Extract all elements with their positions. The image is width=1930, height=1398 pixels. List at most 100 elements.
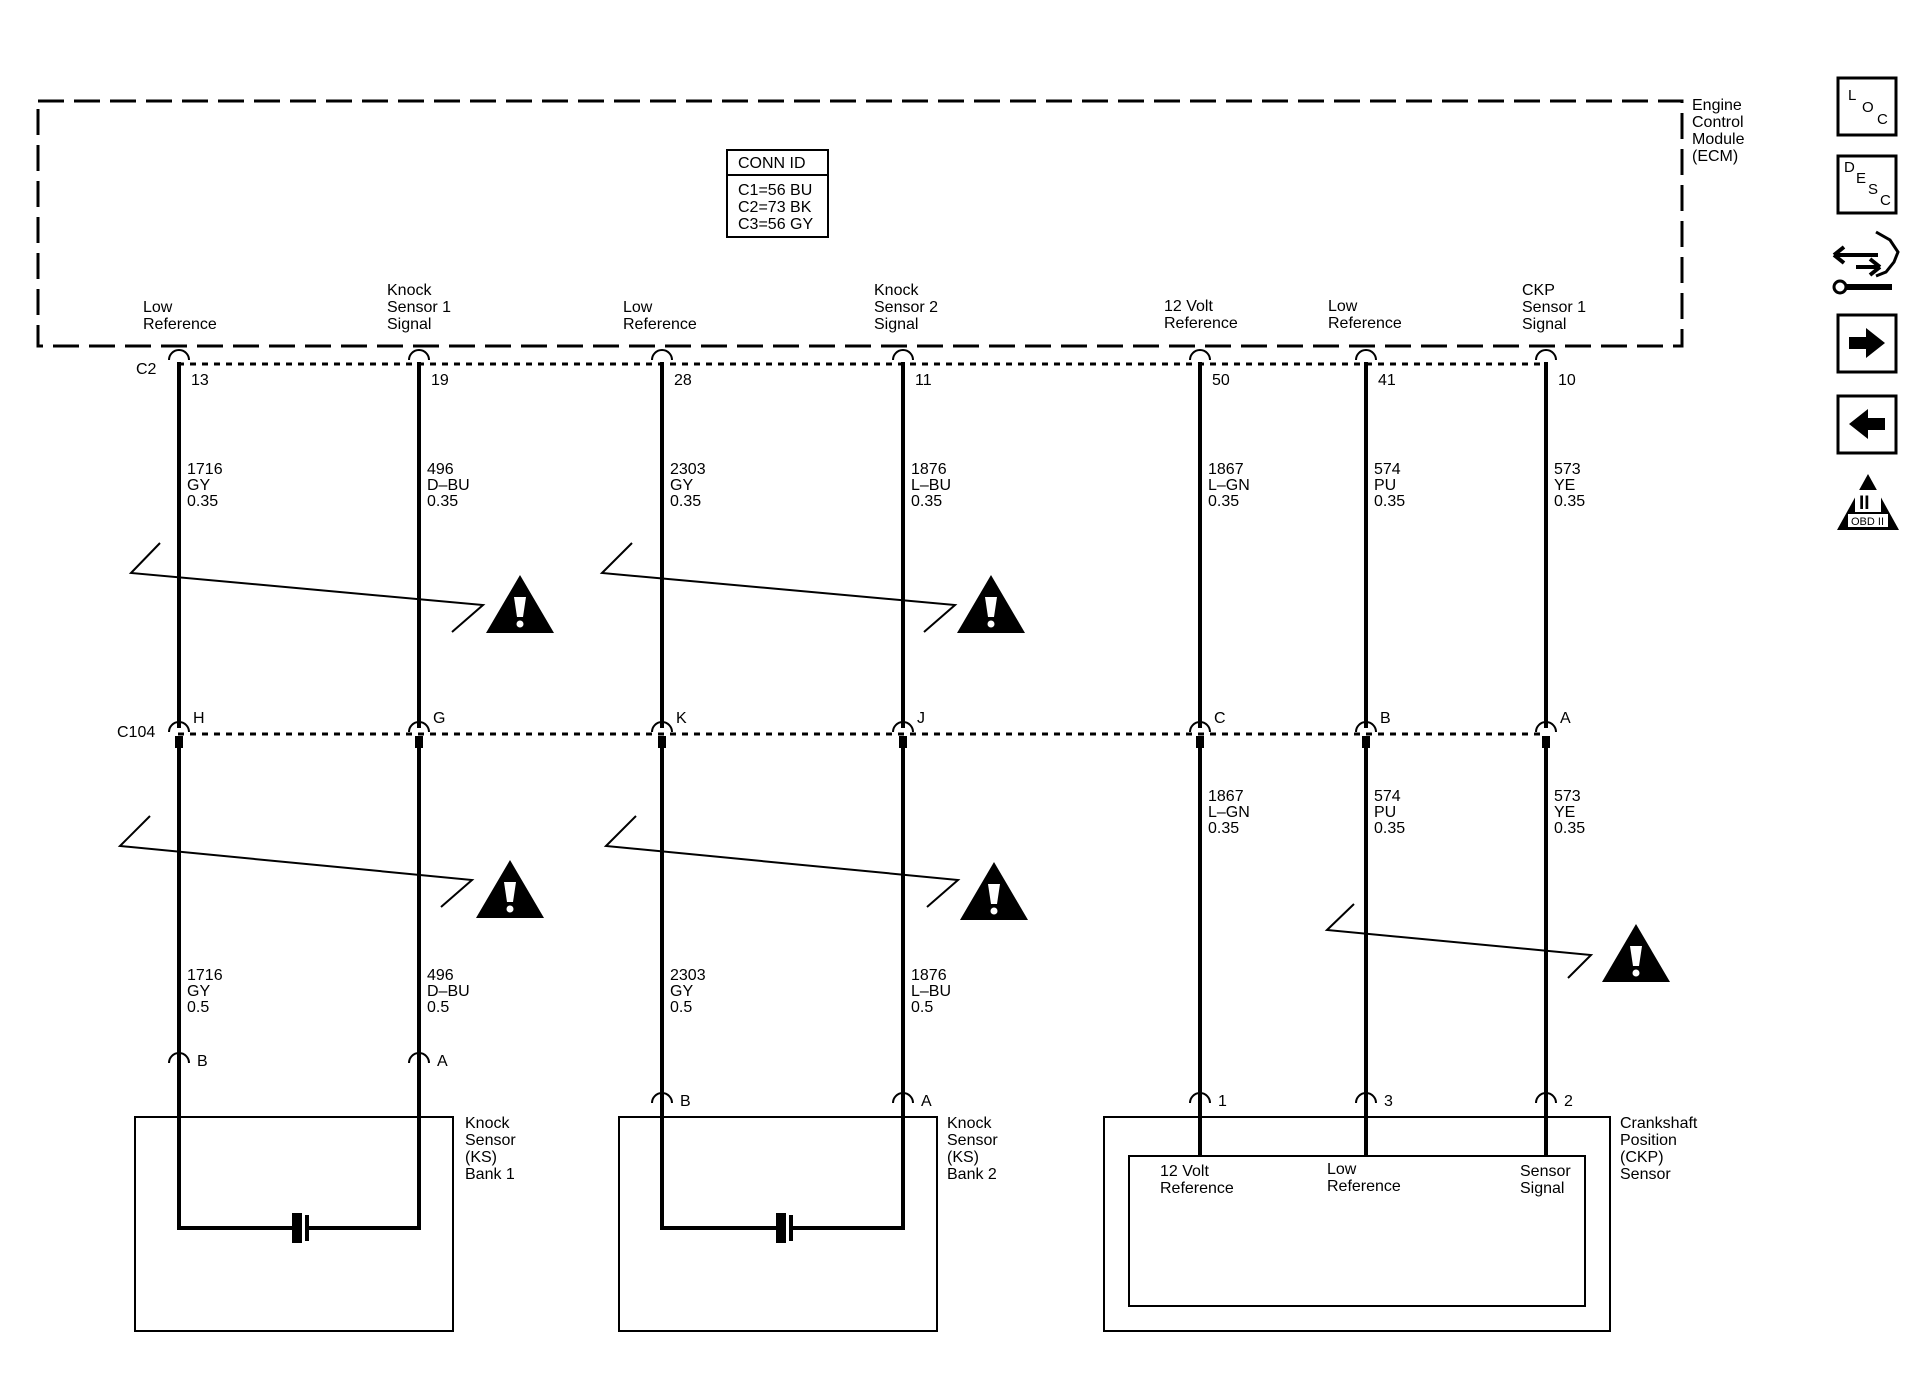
- loc-icon[interactable]: L O C: [1836, 76, 1898, 137]
- ecm-name-line: Engine: [1692, 97, 1742, 114]
- caution-icon[interactable]: [1602, 924, 1670, 982]
- ecm-pin-label: Sensor 1: [387, 299, 451, 316]
- wire-spec-lower: 0.35: [1374, 820, 1405, 837]
- ckp-pin-label: Reference: [1160, 1180, 1234, 1197]
- ckp-label-line: Position: [1620, 1132, 1677, 1149]
- c104-pin-block: [1196, 736, 1204, 748]
- obd-ii-icon[interactable]: II OBD II: [1837, 474, 1899, 530]
- previous-arrow-icon[interactable]: [1836, 394, 1898, 455]
- conn-id-title: CONN ID: [738, 155, 806, 172]
- sensor-pin-label: B: [680, 1093, 691, 1110]
- twisted-pair-marker: [599, 542, 1025, 633]
- wire-spec-upper: 573: [1554, 461, 1581, 478]
- ecm-pin-label: Low: [623, 299, 653, 316]
- wire-spec-lower: 2303: [670, 967, 706, 984]
- desc-icon[interactable]: D E S C: [1836, 154, 1898, 215]
- ecm-pin-number: 10: [1558, 372, 1576, 389]
- wire-spec-upper: YE: [1554, 477, 1575, 494]
- wire-spec-lower: L–BU: [911, 983, 951, 1000]
- c104-pin-block: [1362, 736, 1370, 748]
- next-arrow-icon[interactable]: [1836, 313, 1898, 374]
- connector-repair-icon[interactable]: [1832, 230, 1900, 295]
- caution-icon[interactable]: [476, 860, 544, 918]
- ecm-connector-label: C2: [136, 361, 157, 378]
- ecm-name-line: Control: [1692, 114, 1744, 131]
- ecm-pin-label: 12 Volt: [1164, 298, 1213, 315]
- sensor-pin-label: 2: [1564, 1093, 1573, 1110]
- ecm-enclosure: [36, 99, 1684, 348]
- wire-spec-upper: D–BU: [427, 477, 470, 494]
- ecm-pin-label: Signal: [387, 316, 431, 333]
- twisted-pair-marker: [1324, 903, 1670, 982]
- ecm-pin-terminal: [1535, 349, 1557, 361]
- obd-numeral: II: [1859, 493, 1870, 514]
- circuits: LowReference13HB1716GY0.351716GY0.5Knock…: [143, 282, 1586, 1110]
- ecm-pin-terminal: [408, 349, 430, 361]
- desc-letter: C: [1880, 192, 1891, 209]
- wire-spec-lower: 0.5: [670, 999, 692, 1016]
- c104-pin-letter: C: [1214, 710, 1226, 727]
- wire-spec-lower: YE: [1554, 804, 1575, 821]
- desc-letter: S: [1868, 181, 1878, 198]
- twist-slash: [117, 815, 475, 908]
- ecm-pin-label: CKP: [1522, 282, 1555, 299]
- twisted-pair-marker: [117, 815, 544, 918]
- wire-spec-lower: 0.35: [1208, 820, 1239, 837]
- ecm-name-line: (ECM): [1692, 148, 1738, 165]
- twist-slash: [603, 815, 961, 908]
- loc-letter: O: [1862, 99, 1874, 116]
- wire-spec-upper: L–GN: [1208, 477, 1250, 494]
- c104-pin-block: [415, 736, 423, 748]
- ckp-pin-label: Reference: [1327, 1178, 1401, 1195]
- ecm-pin-number: 11: [915, 372, 932, 389]
- wire-spec-upper: 0.35: [911, 493, 942, 510]
- c104-pin-letter: J: [917, 710, 925, 727]
- wire-spec-upper: 1716: [187, 461, 223, 478]
- ecm-pin-terminal: [651, 349, 673, 361]
- wire-spec-upper: 0.35: [1208, 493, 1239, 510]
- wire-spec-lower: L–GN: [1208, 804, 1250, 821]
- c104-pin-block: [175, 736, 183, 748]
- ckp-label-line: Sensor: [1620, 1166, 1671, 1183]
- c104-pin-letter: H: [193, 710, 205, 727]
- ecm-pin-label: Reference: [623, 316, 697, 333]
- ecm-pin-terminal: [168, 349, 190, 361]
- caution-icon[interactable]: [957, 575, 1025, 633]
- twist-slash: [599, 542, 958, 633]
- ecm-pin-label: Knock: [874, 282, 919, 299]
- c104-pin-block: [658, 736, 666, 748]
- c104-pin-letter: A: [1560, 710, 1571, 727]
- caution-icon[interactable]: [486, 575, 554, 633]
- sensor-pin-label: B: [197, 1053, 208, 1070]
- ecm-pin-terminal: [1355, 349, 1377, 361]
- ks2-label-line: Knock: [947, 1115, 992, 1132]
- knock-sensor-bank-2: Knock Sensor (KS) Bank 2: [618, 1110, 998, 1332]
- ecm-pin-label: Low: [143, 299, 173, 316]
- wire-spec-upper: 2303: [670, 461, 706, 478]
- caution-icon[interactable]: [960, 862, 1028, 920]
- ks2-label-line: Bank 2: [947, 1166, 997, 1183]
- ecm-name: Engine Control Module (ECM): [1692, 97, 1745, 165]
- sensor-pin-label: 3: [1384, 1093, 1393, 1110]
- ks2-label-line: Sensor: [947, 1132, 998, 1149]
- ecm-pin-terminal: [1189, 349, 1211, 361]
- twist-slash: [128, 542, 486, 633]
- twisted-pair-marker: [603, 815, 1028, 920]
- c104-pin-block: [1542, 736, 1550, 748]
- twist-slash: [1324, 903, 1594, 979]
- conn-id-box: CONN ID C1=56 BU C2=73 BK C3=56 GY: [726, 149, 829, 238]
- c104-pin-letter: G: [433, 710, 445, 727]
- wire-spec-lower: 574: [1374, 788, 1401, 805]
- wire-spec-lower: GY: [670, 983, 693, 1000]
- ecm-pin-terminal: [892, 349, 914, 361]
- wire-spec-upper: PU: [1374, 477, 1396, 494]
- ecm-pin-label: Low: [1328, 298, 1358, 315]
- wire-spec-lower: 0.35: [1554, 820, 1585, 837]
- ks1-label-line: Bank 1: [465, 1166, 515, 1183]
- wire-spec-lower: 1716: [187, 967, 223, 984]
- twisted-pair-markers: [117, 542, 1670, 982]
